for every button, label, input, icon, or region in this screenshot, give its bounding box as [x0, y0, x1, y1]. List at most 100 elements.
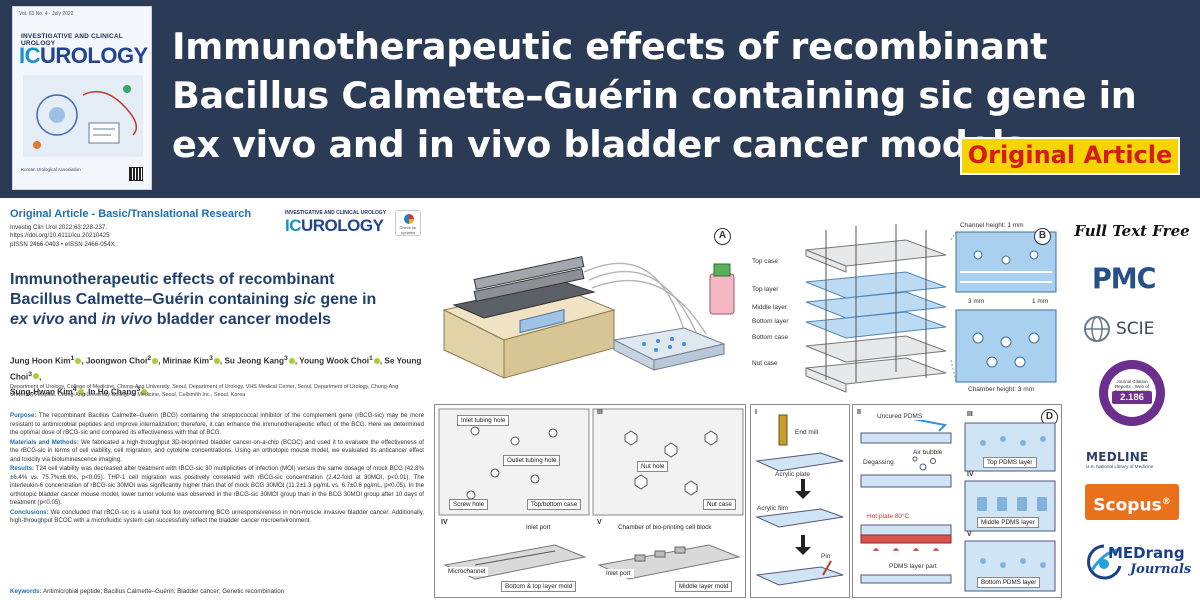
label-top-bottom-case: Top/bottom case — [527, 499, 582, 510]
label-top-layer: Top layer — [752, 286, 779, 293]
orcid-icon[interactable] — [141, 389, 148, 396]
orcid-icon[interactable] — [288, 357, 295, 364]
issn-line: pISSN 2466-0493 • eISSN 2466-054X — [10, 240, 115, 248]
label-top-case: Top case — [752, 258, 779, 265]
impact-factor-value: 2.186 — [1112, 391, 1152, 404]
label-middle-layer: Middle layer — [752, 304, 788, 311]
scie-logo[interactable]: SCIE — [1082, 314, 1182, 344]
article-preview[interactable]: Original Article - Basic/Translational R… — [0, 198, 432, 600]
full-text-free-label[interactable]: Full Text Free — [1074, 222, 1190, 240]
doi-link[interactable]: https://doi.org/10.4111/icu.20210425 — [10, 232, 110, 240]
label-bottom-layer: Bottom layer — [752, 318, 789, 325]
label-middle-layer-mold: Middle layer mold — [675, 581, 733, 592]
label-microchannel: Microchannel — [445, 567, 489, 576]
label-chamber-height: Chamber height: 3 mm — [968, 386, 1035, 393]
orcid-icon[interactable] — [77, 389, 84, 396]
banner-title: Immunotherapeutic effects of recombinant… — [172, 25, 1137, 166]
orcid-icon[interactable] — [33, 373, 40, 380]
roman-iii: III — [597, 409, 603, 416]
label-channel-height: Channel height: 1 mm — [960, 222, 1024, 229]
article-section: Original Article - Basic/Translational R… — [10, 208, 252, 220]
roman-iv: IV — [441, 519, 448, 526]
layer-stack-illustration — [805, 224, 1057, 393]
orcid-icon[interactable] — [75, 357, 82, 364]
roman-v-d: V — [967, 531, 972, 538]
syringe-pump-illustration — [442, 256, 735, 379]
author-list: Jung Hoon Kim1, Joongwon Choi2, Mirinae … — [10, 355, 422, 398]
label-bottom-case: Bottom case — [752, 334, 789, 341]
cover-volume: Vol. 63 No. 4 · July 2022 — [19, 11, 74, 17]
roman-iv-d: IV — [967, 471, 974, 478]
roman-iii-d: III — [967, 411, 973, 418]
label-bottom-pdms-layer: Bottom PDMS layer — [977, 577, 1041, 588]
pmc-logo[interactable]: PMC — [1092, 263, 1156, 296]
medrang-journals-logo[interactable]: MEDrang Journals — [1084, 540, 1196, 586]
cover-publisher: Korean Urological Association — [21, 167, 81, 172]
pdms-steps-illustration — [860, 418, 1056, 592]
author-name[interactable]: Young Wook Choi — [299, 356, 369, 366]
orcid-icon[interactable] — [373, 357, 380, 364]
roman-i: I — [755, 409, 757, 416]
journal-logo-small: INVESTIGATIVE AND CLINICAL UROLOGY ICURO… — [285, 210, 387, 235]
jcr-impact-factor-seal[interactable]: Journal Citation Reports · Web of Scienc… — [1099, 360, 1165, 426]
label-inlet-port: Inlet port — [523, 523, 554, 532]
label-3mm: 3 mm — [968, 298, 985, 305]
label-outlet-tubing-hole: Outlet tubing hole — [503, 455, 561, 466]
author-name[interactable]: Su Jeong Kang — [224, 356, 285, 366]
author-name[interactable]: Jung Hoon Kim — [10, 356, 71, 366]
author-name[interactable]: Joongwon Choi — [85, 356, 148, 366]
banner: Vol. 63 No. 4 · July 2022 INVESTIGATIVE … — [0, 0, 1200, 198]
label-hot-plate: Hot plate 80°C — [867, 513, 910, 520]
label-1mm: 1 mm — [1032, 298, 1049, 305]
label-pin: Pin — [821, 553, 831, 560]
panel-d: II D Uncured PDMS Degassing Air bubble H… — [852, 404, 1062, 598]
label-nut-hole: Nut hole — [637, 461, 669, 472]
label-acrylic-film: Acrylic film — [757, 505, 789, 512]
author-name[interactable]: Se Young Choi — [10, 356, 422, 382]
check-updates-button[interactable]: Check for updates — [395, 210, 421, 236]
article-type-badge: Original Article — [960, 137, 1180, 175]
label-nut-case-c: Nut case — [703, 499, 736, 510]
label-pdms-layer-part: PDMS layer part — [889, 563, 937, 570]
keywords: Keywords: Antimicrobial peptide; Bacillu… — [10, 588, 285, 595]
figure-panels[interactable]: A — [434, 210, 1062, 598]
label-inlet-tubing-hole: Inlet tubing hole — [457, 415, 510, 426]
author-name[interactable]: Mirinae Kim — [162, 356, 210, 366]
orcid-icon[interactable] — [152, 357, 159, 364]
author-name[interactable]: In Ho Chang — [88, 388, 137, 398]
milling-steps-illustration — [755, 414, 844, 586]
label-air-bubble: Air bubble — [913, 449, 943, 456]
label-middle-pdms-layer: Middle PDMS layer — [977, 517, 1039, 528]
label-nut-case: Nut case — [752, 360, 778, 367]
panel-c: C II III IV V Inlet tubing hole Outlet t… — [434, 404, 746, 598]
roman-v: V — [597, 519, 602, 526]
panel-b: B Top case Top layer Middle layer Bottom… — [746, 210, 1062, 400]
label-inlet-port-2: Inlet port — [603, 569, 634, 578]
panel-i-milling: I End mill Acrylic plate Acrylic film Pi… — [750, 404, 850, 598]
label-bottom-top-mold: Bottom & top layer mold — [501, 581, 577, 592]
article-title: Immunotherapeutic effects of recombinant… — [10, 271, 377, 328]
roman-ii-d: II — [857, 409, 861, 416]
label-acrylic-plate: Acrylic plate — [775, 471, 811, 478]
orcid-icon[interactable] — [213, 357, 220, 364]
label-top-pdms-layer: Top PDMS layer — [983, 457, 1037, 468]
label-uncured-pdms: Uncured PDMS — [877, 413, 923, 420]
author-name[interactable]: Sung-Hwan Kim — [10, 388, 73, 398]
citation-line: Investig Clin Urol 2022;63:228-237. — [10, 224, 107, 231]
affiliations: Department of Urology, College of Medici… — [10, 384, 399, 398]
panel-letter-b: B — [1034, 228, 1051, 245]
panel-a: A — [434, 210, 744, 400]
cover-artwork — [23, 75, 143, 157]
label-screw-hole: Screw hole — [449, 499, 489, 510]
medline-logo[interactable]: MEDLINE U.S. National Library of Medicin… — [1086, 450, 1154, 469]
cover-logo: ICUROLOGY — [19, 43, 148, 68]
abstract: Purpose: The recombinant Bacillus Calmet… — [10, 412, 425, 524]
medrang-globe-icon — [1087, 544, 1122, 580]
scopus-logo[interactable]: Scopus® — [1085, 484, 1179, 520]
qr-code-icon — [129, 167, 143, 181]
panel-letter-a: A — [714, 228, 731, 245]
label-degassing: Degassing — [863, 459, 894, 466]
label-end-mill: End mill — [795, 429, 819, 436]
journal-cover[interactable]: Vol. 63 No. 4 · July 2022 INVESTIGATIVE … — [12, 6, 152, 190]
label-chamber-bioprinting: Chamber of bio-printing cell block — [615, 523, 715, 532]
